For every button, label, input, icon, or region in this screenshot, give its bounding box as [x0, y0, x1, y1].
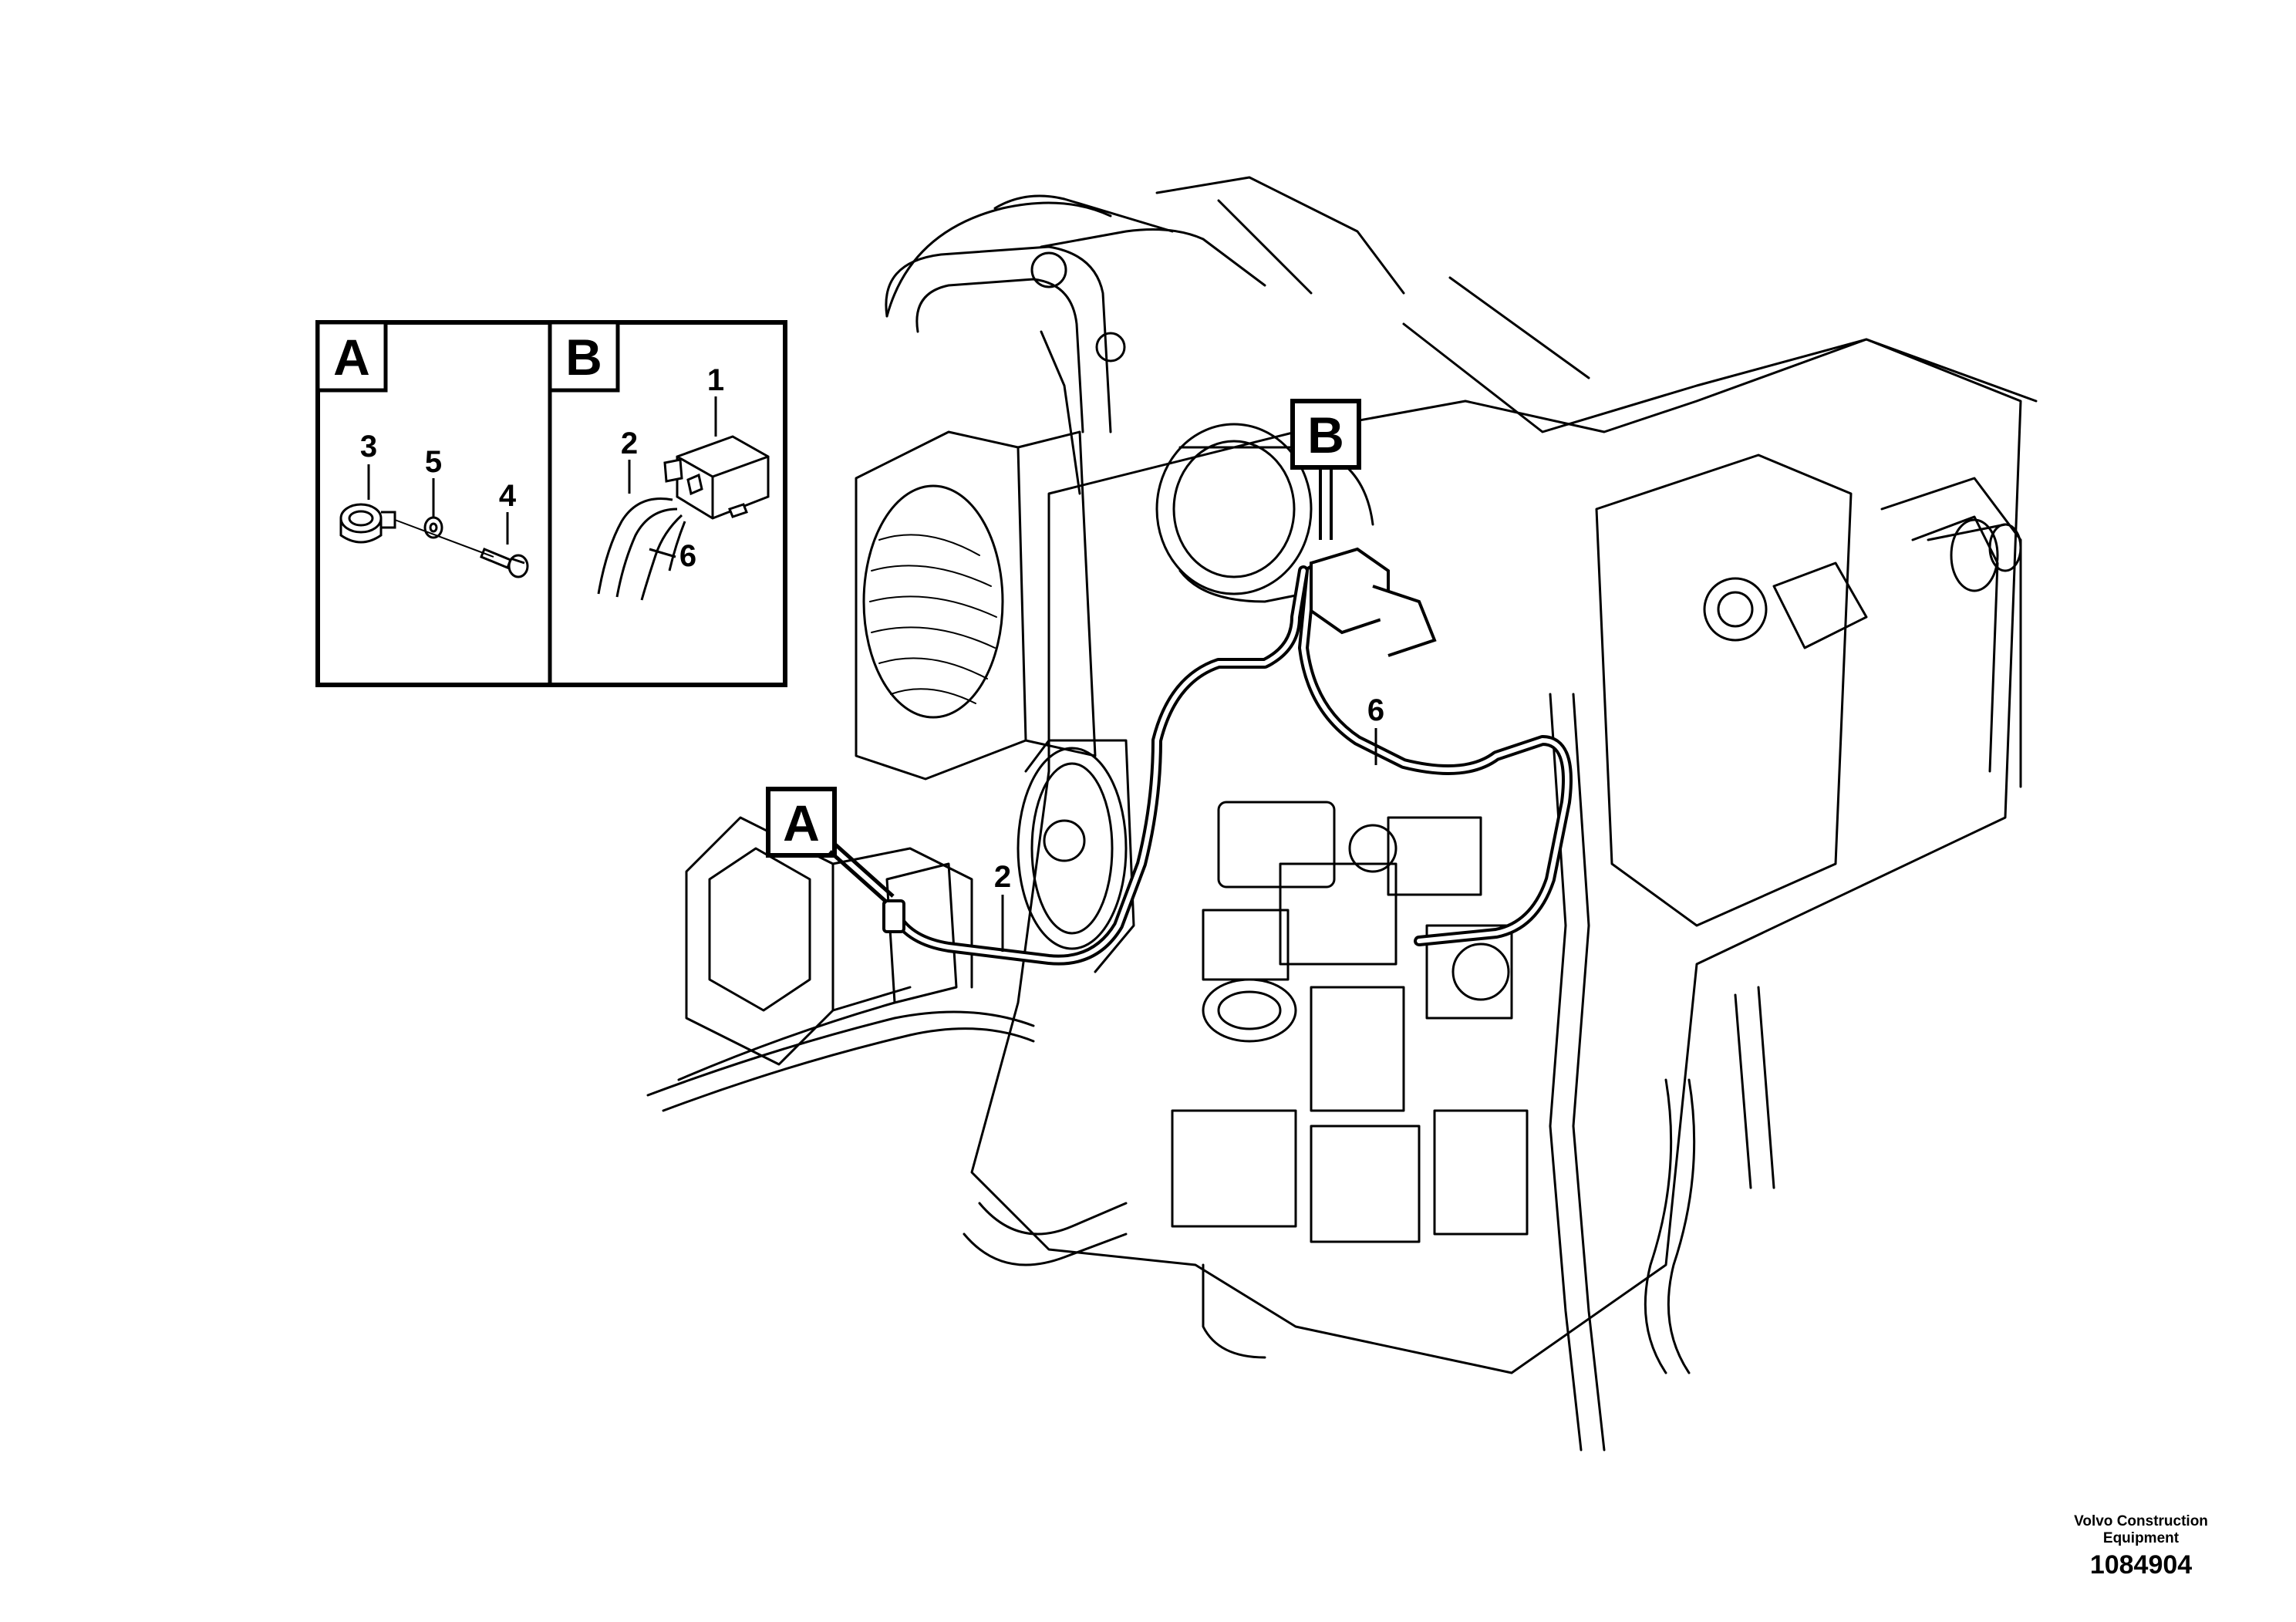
- harness-item-2: [891, 565, 1309, 966]
- drawing-number: 1084904: [2089, 1550, 2193, 1580]
- cooling-fan: [862, 484, 1004, 719]
- connector-at-a: [882, 899, 905, 933]
- main-box-b-letter: B: [1307, 406, 1344, 464]
- washer-part: [423, 516, 443, 539]
- leader-6-detail: [649, 548, 676, 558]
- relay-on-engine: [1310, 547, 1437, 657]
- harness-wires-detail: [597, 497, 686, 601]
- detail-b-letter: B: [565, 329, 602, 386]
- intake-pipe: [885, 245, 1112, 433]
- callout-6-detail: 6: [679, 539, 696, 573]
- harness-inner: [894, 568, 1569, 963]
- main-box-b: B: [1290, 399, 1361, 540]
- callout-1: 1: [707, 363, 724, 397]
- callout-4: 4: [499, 479, 517, 513]
- bolt-part: [480, 548, 529, 578]
- main-box-b-pointer: [1319, 467, 1333, 540]
- air-cleaner: [1155, 423, 1313, 595]
- detail-inset: A 3 5 4: [315, 320, 787, 687]
- fan-shroud: [855, 430, 1027, 781]
- callout-5: 5: [425, 445, 442, 479]
- detail-panel-a: A 3 5 4: [315, 320, 529, 578]
- footer-company-line2: Equipment: [2102, 1530, 2180, 1546]
- detail-a-letter-box: [315, 320, 388, 393]
- detail-panel-b: B 1 2 6: [548, 320, 770, 601]
- detail-b-letter-box: [548, 320, 620, 393]
- callout-3: 3: [360, 430, 377, 464]
- side-housing: [1595, 454, 1853, 927]
- main-box-a: A: [766, 787, 895, 904]
- main-box-a-pointer: [828, 842, 895, 904]
- detail-a-letter: A: [333, 329, 370, 386]
- callout-2-main: 2: [994, 860, 1011, 894]
- engine-illustration: [646, 176, 2038, 1452]
- callout-2-detail: 2: [621, 427, 638, 460]
- callout-6-main: 6: [1367, 693, 1384, 727]
- footer-company-line1: Volvo Construction: [2074, 1513, 2208, 1529]
- footer-company: Volvo Construction Equipment: [2052, 1513, 2230, 1547]
- clamp-part: [339, 503, 396, 544]
- alternator: [1017, 747, 1128, 950]
- assembly-line-a: [394, 519, 494, 558]
- highlighted-harness: [891, 565, 1573, 966]
- engine-block: [970, 338, 2022, 1374]
- relay-part: [663, 435, 770, 520]
- main-box-a-letter: A: [783, 794, 820, 851]
